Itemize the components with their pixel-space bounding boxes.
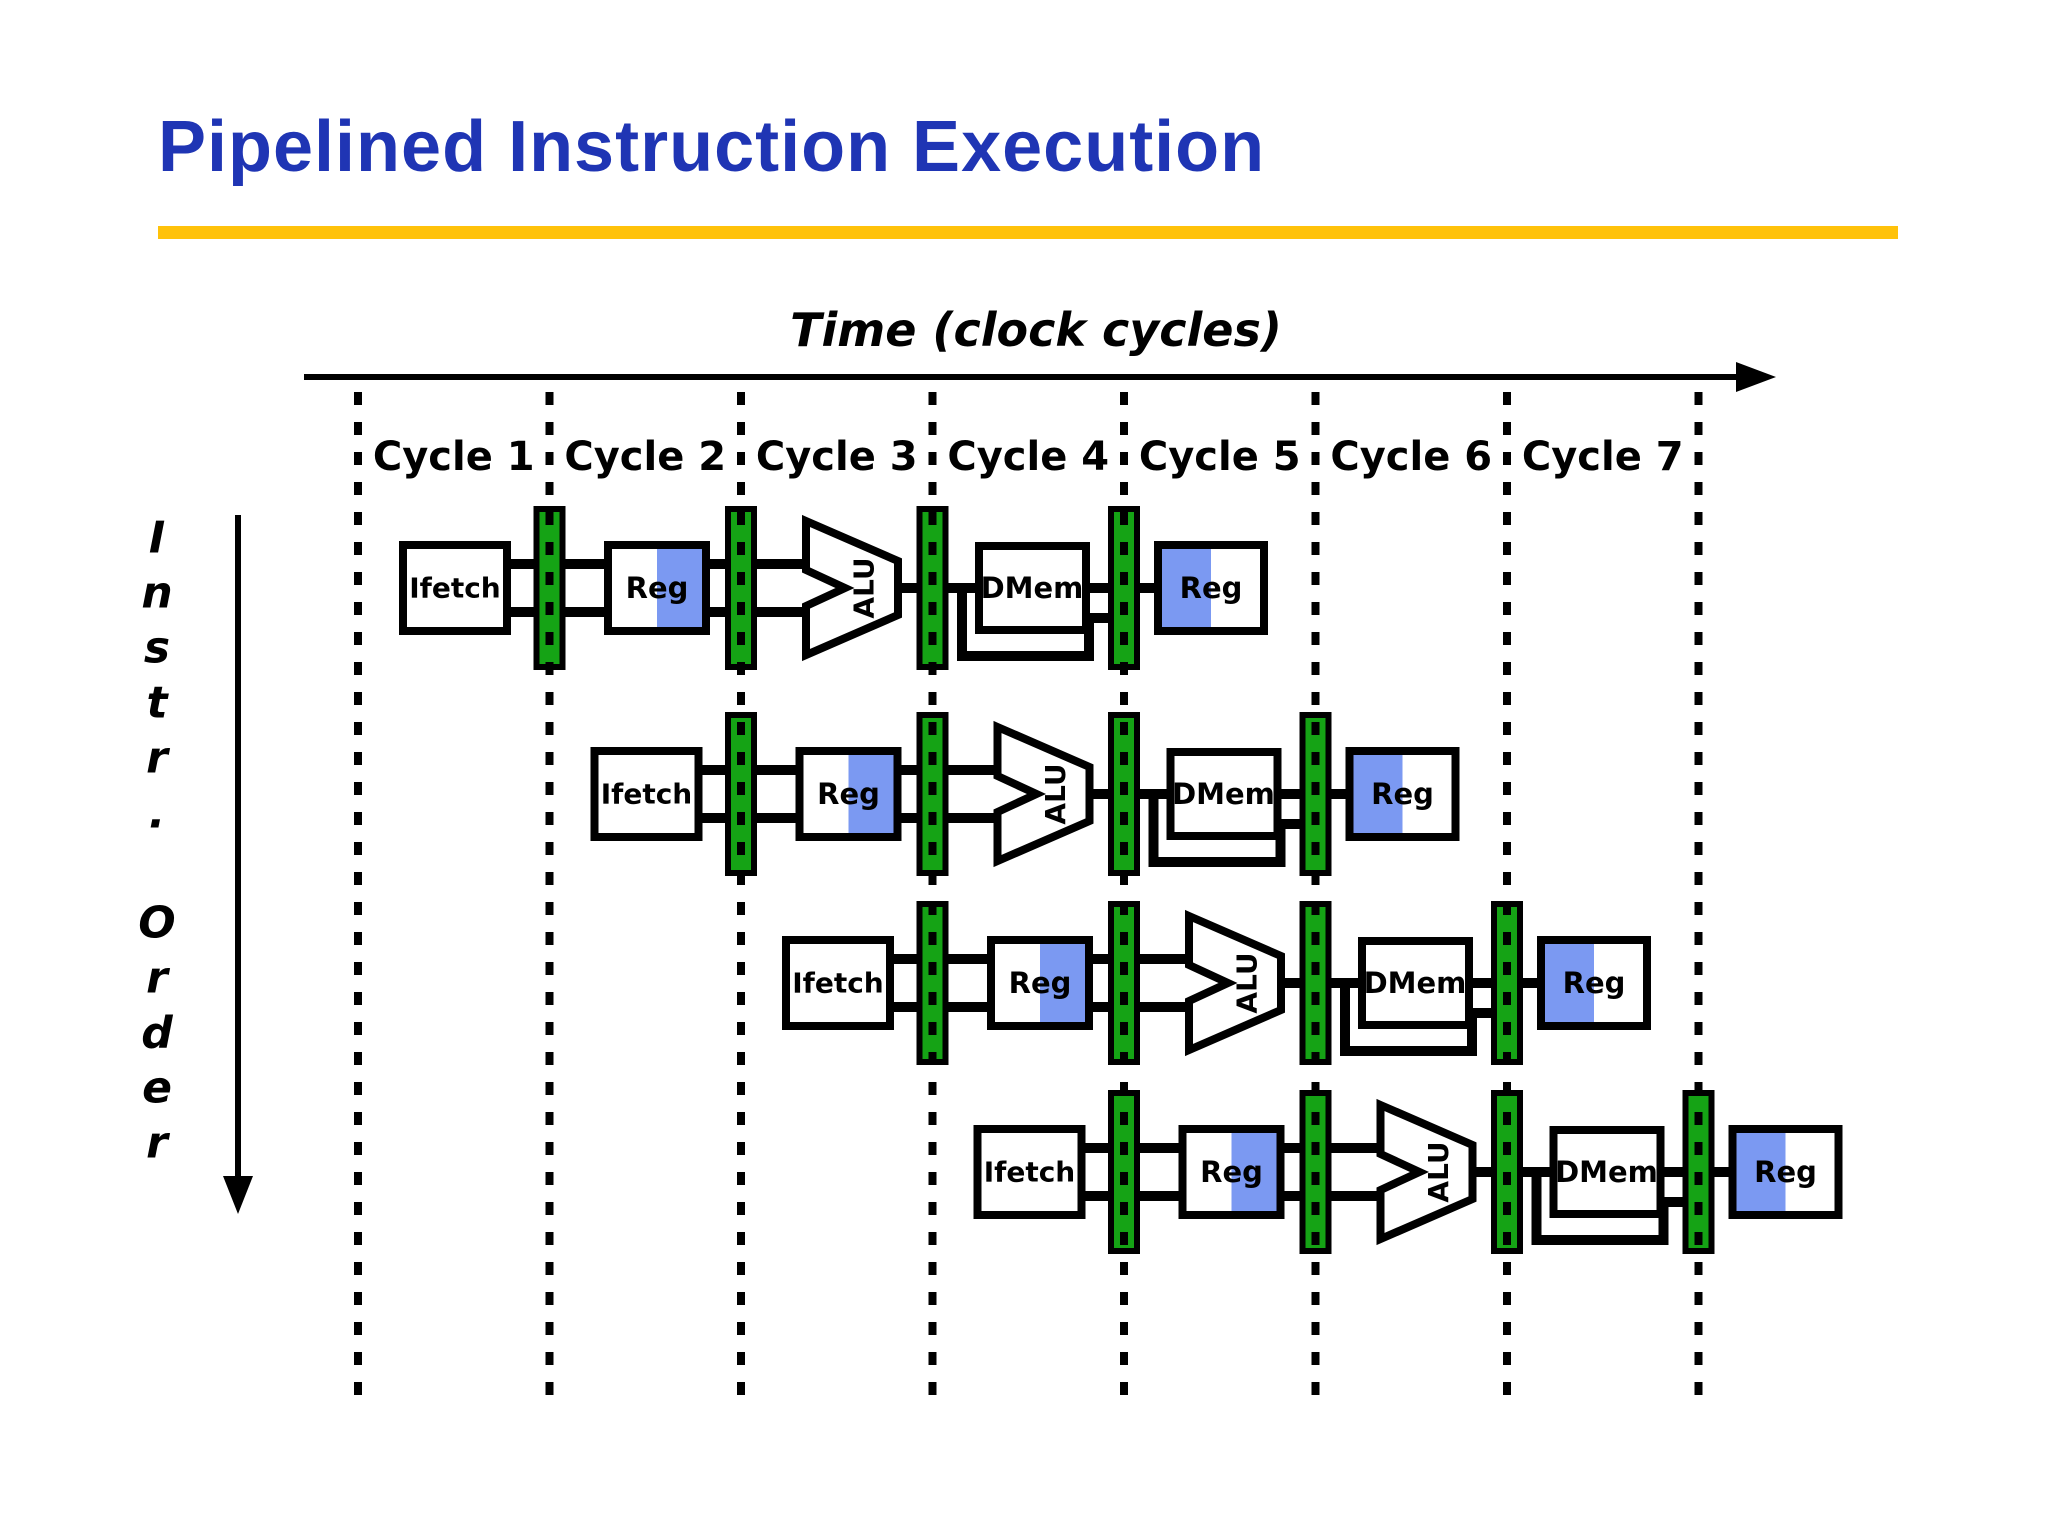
reg-read-stage-label: Reg — [1200, 1155, 1263, 1189]
wire-bypass-under-dmem — [1148, 794, 1303, 867]
cycle-label: Cycle 7 — [1522, 434, 1684, 480]
instruction-1: Ifetch Reg ALU DMem Reg — [399, 506, 1268, 670]
reg-write-active-half — [1353, 755, 1403, 833]
reg-write-active-half — [1162, 549, 1211, 627]
alu-stage-shape — [993, 720, 1094, 868]
reg-write-active-half — [1545, 944, 1594, 1022]
instr-order-letter: r — [146, 733, 170, 784]
alu-stage-label: ALU — [1231, 952, 1264, 1013]
instruction-2: Ifetch Reg ALU DMem Reg — [590, 712, 1460, 876]
reg-write-stage-label: Reg — [1563, 966, 1626, 1000]
instr-order-letter: s — [144, 623, 170, 674]
instruction-4: Ifetch Reg ALU DMem Reg — [973, 1090, 1843, 1254]
ifetch-stage-box — [973, 1125, 1086, 1219]
alu-stage-label: ALU — [848, 557, 881, 618]
reg-read-stage-label: Reg — [817, 777, 880, 811]
reg-read-active-half — [1040, 944, 1085, 1022]
time-axis-arrow — [304, 362, 1776, 392]
dmem-stage-label: DMem — [1555, 1155, 1658, 1189]
ifetch-stage-label: Ifetch — [984, 1156, 1076, 1189]
reg-read-stage-label: Reg — [626, 571, 689, 605]
reg-read-stage-label: Reg — [1009, 966, 1072, 1000]
instr-order-letter: t — [146, 678, 169, 729]
instr-order-letter: d — [141, 1008, 173, 1059]
ifetch-stage-box — [590, 747, 703, 841]
reg-write-active-half — [1736, 1133, 1786, 1211]
reg-write-stage-label: Reg — [1371, 777, 1434, 811]
ifetch-stage-box — [782, 936, 894, 1030]
ifetch-stage-label: Ifetch — [792, 967, 884, 1000]
instruction-3: Ifetch Reg ALU DMem Reg — [782, 901, 1651, 1065]
pipeline-latch — [1108, 901, 1140, 1065]
instr-order-arrow — [223, 515, 253, 1214]
cycle-label: Cycle 3 — [756, 434, 918, 480]
cycle-label: Cycle 1 — [373, 434, 535, 480]
title-underline-bar — [158, 226, 1898, 239]
reg-read-active-half — [848, 755, 894, 833]
reg-read-active-half — [1231, 1133, 1277, 1211]
instr-order-letter: I — [149, 513, 165, 564]
reg-write-stage-label: Reg — [1180, 571, 1243, 605]
instr-order-letter: r — [146, 1118, 170, 1169]
pipeline-latch — [1491, 1090, 1523, 1254]
pipeline-latch — [725, 506, 757, 670]
alu-stage-label: ALU — [1039, 763, 1072, 824]
ifetch-stage-box — [399, 541, 511, 635]
cycle-label: Cycle 5 — [1139, 434, 1301, 480]
alu-stage-shape — [802, 514, 902, 662]
ifetch-stage-label: Ifetch — [409, 572, 501, 605]
slide-title: Pipelined Instruction Execution — [158, 107, 1266, 187]
instr-order-letter: r — [146, 953, 170, 1004]
alu-stage-shape — [1376, 1098, 1477, 1246]
reg-write-stage-label: Reg — [1754, 1155, 1817, 1189]
alu-stage-shape — [1185, 909, 1285, 1057]
cycle-label: Cycle 6 — [1330, 434, 1492, 480]
dmem-stage-box — [1166, 748, 1282, 840]
ifetch-stage-label: Ifetch — [601, 778, 693, 811]
instr-order-letter: n — [141, 568, 172, 619]
dmem-stage-box — [975, 542, 1090, 634]
dmem-stage-box — [1358, 937, 1473, 1029]
dmem-stage-label: DMem — [1364, 966, 1467, 1000]
time-axis-label: Time (clock cycles) — [790, 303, 1282, 357]
wire-bypass-under-dmem — [1531, 1172, 1686, 1245]
cycle-label: Cycle 2 — [564, 434, 726, 480]
instr-order-letter: O — [138, 898, 175, 949]
dmem-stage-label: DMem — [981, 571, 1084, 605]
instr-order-letter: . — [149, 788, 166, 839]
cycle-label: Cycle 4 — [947, 434, 1109, 480]
instr-order-arrowhead — [223, 1176, 253, 1214]
instr-order-letter: e — [142, 1063, 172, 1114]
reg-read-active-half — [657, 549, 702, 627]
time-axis-arrowhead — [1736, 362, 1776, 392]
dmem-stage-label: DMem — [1172, 777, 1275, 811]
pipeline-latch — [1299, 901, 1332, 1065]
wire-bypass-under-dmem — [1340, 983, 1494, 1056]
dmem-stage-box — [1549, 1126, 1665, 1218]
alu-stage-label: ALU — [1422, 1141, 1455, 1202]
pipeline-latch — [916, 901, 949, 1065]
pipeline-latch — [1491, 901, 1523, 1065]
wire-bypass-under-dmem — [957, 588, 1111, 661]
